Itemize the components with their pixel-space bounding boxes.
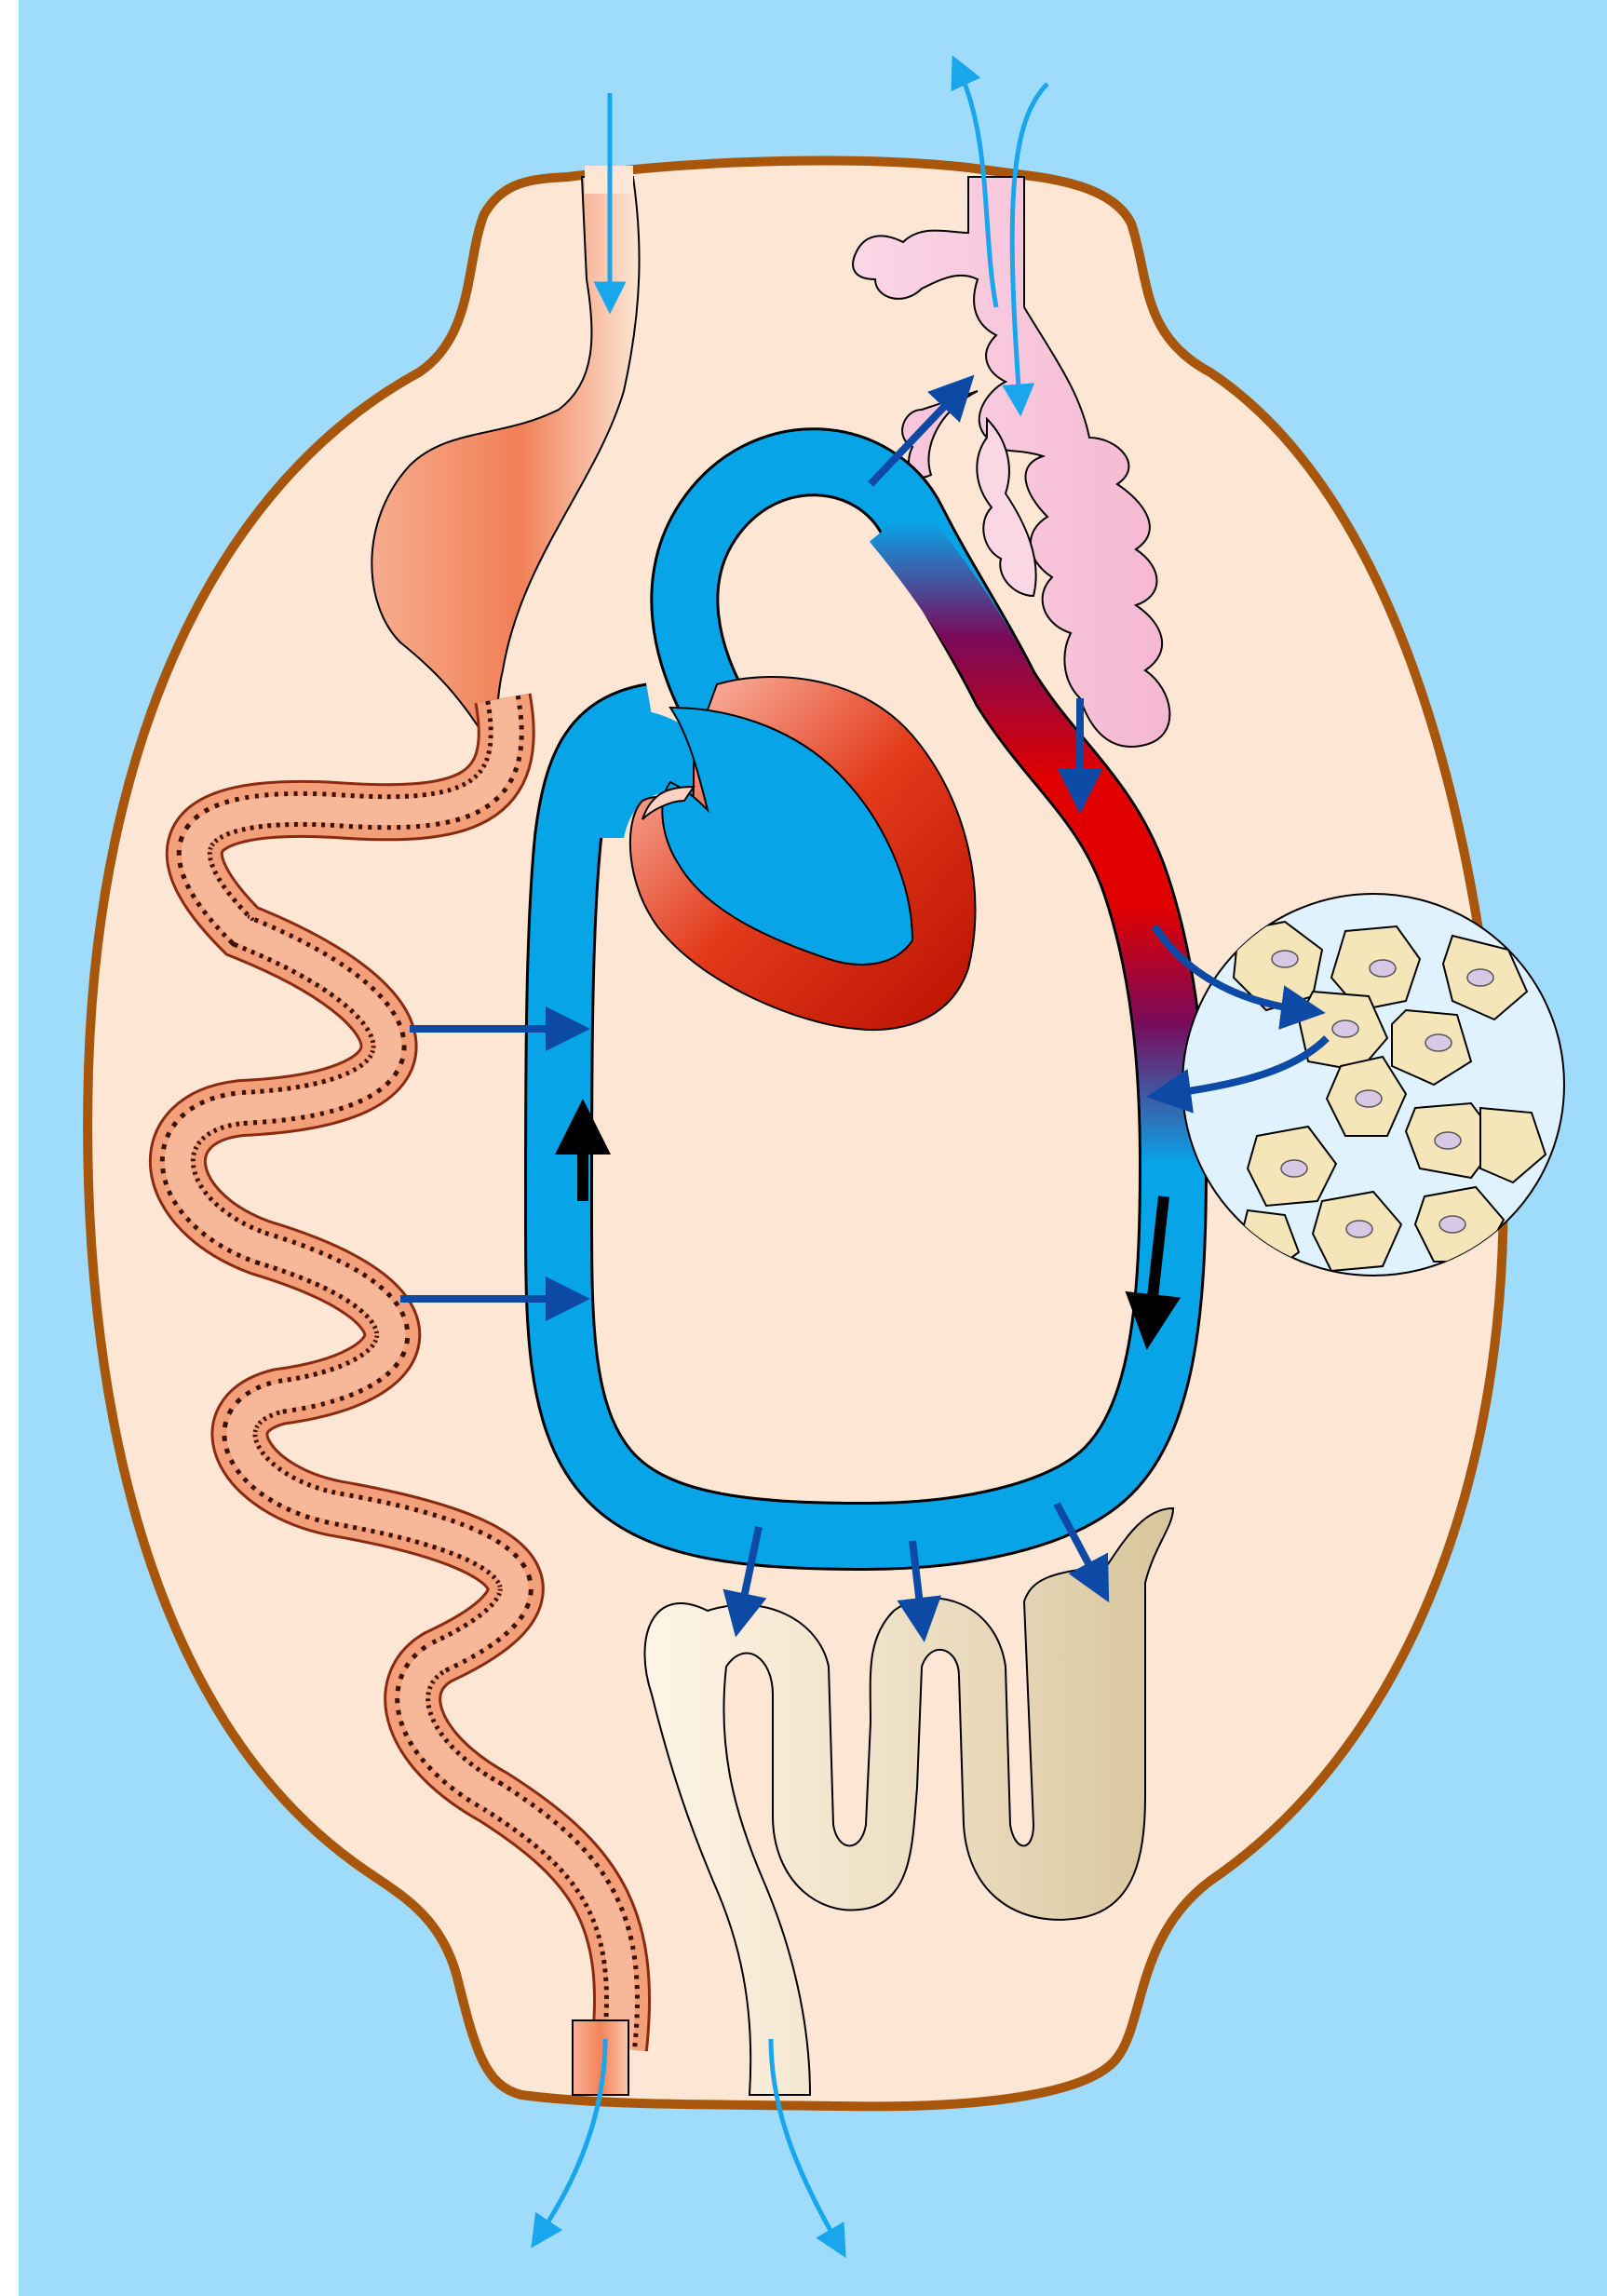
circulation-diagram: [0, 0, 1607, 2296]
diagram-svg: [0, 0, 1607, 2296]
